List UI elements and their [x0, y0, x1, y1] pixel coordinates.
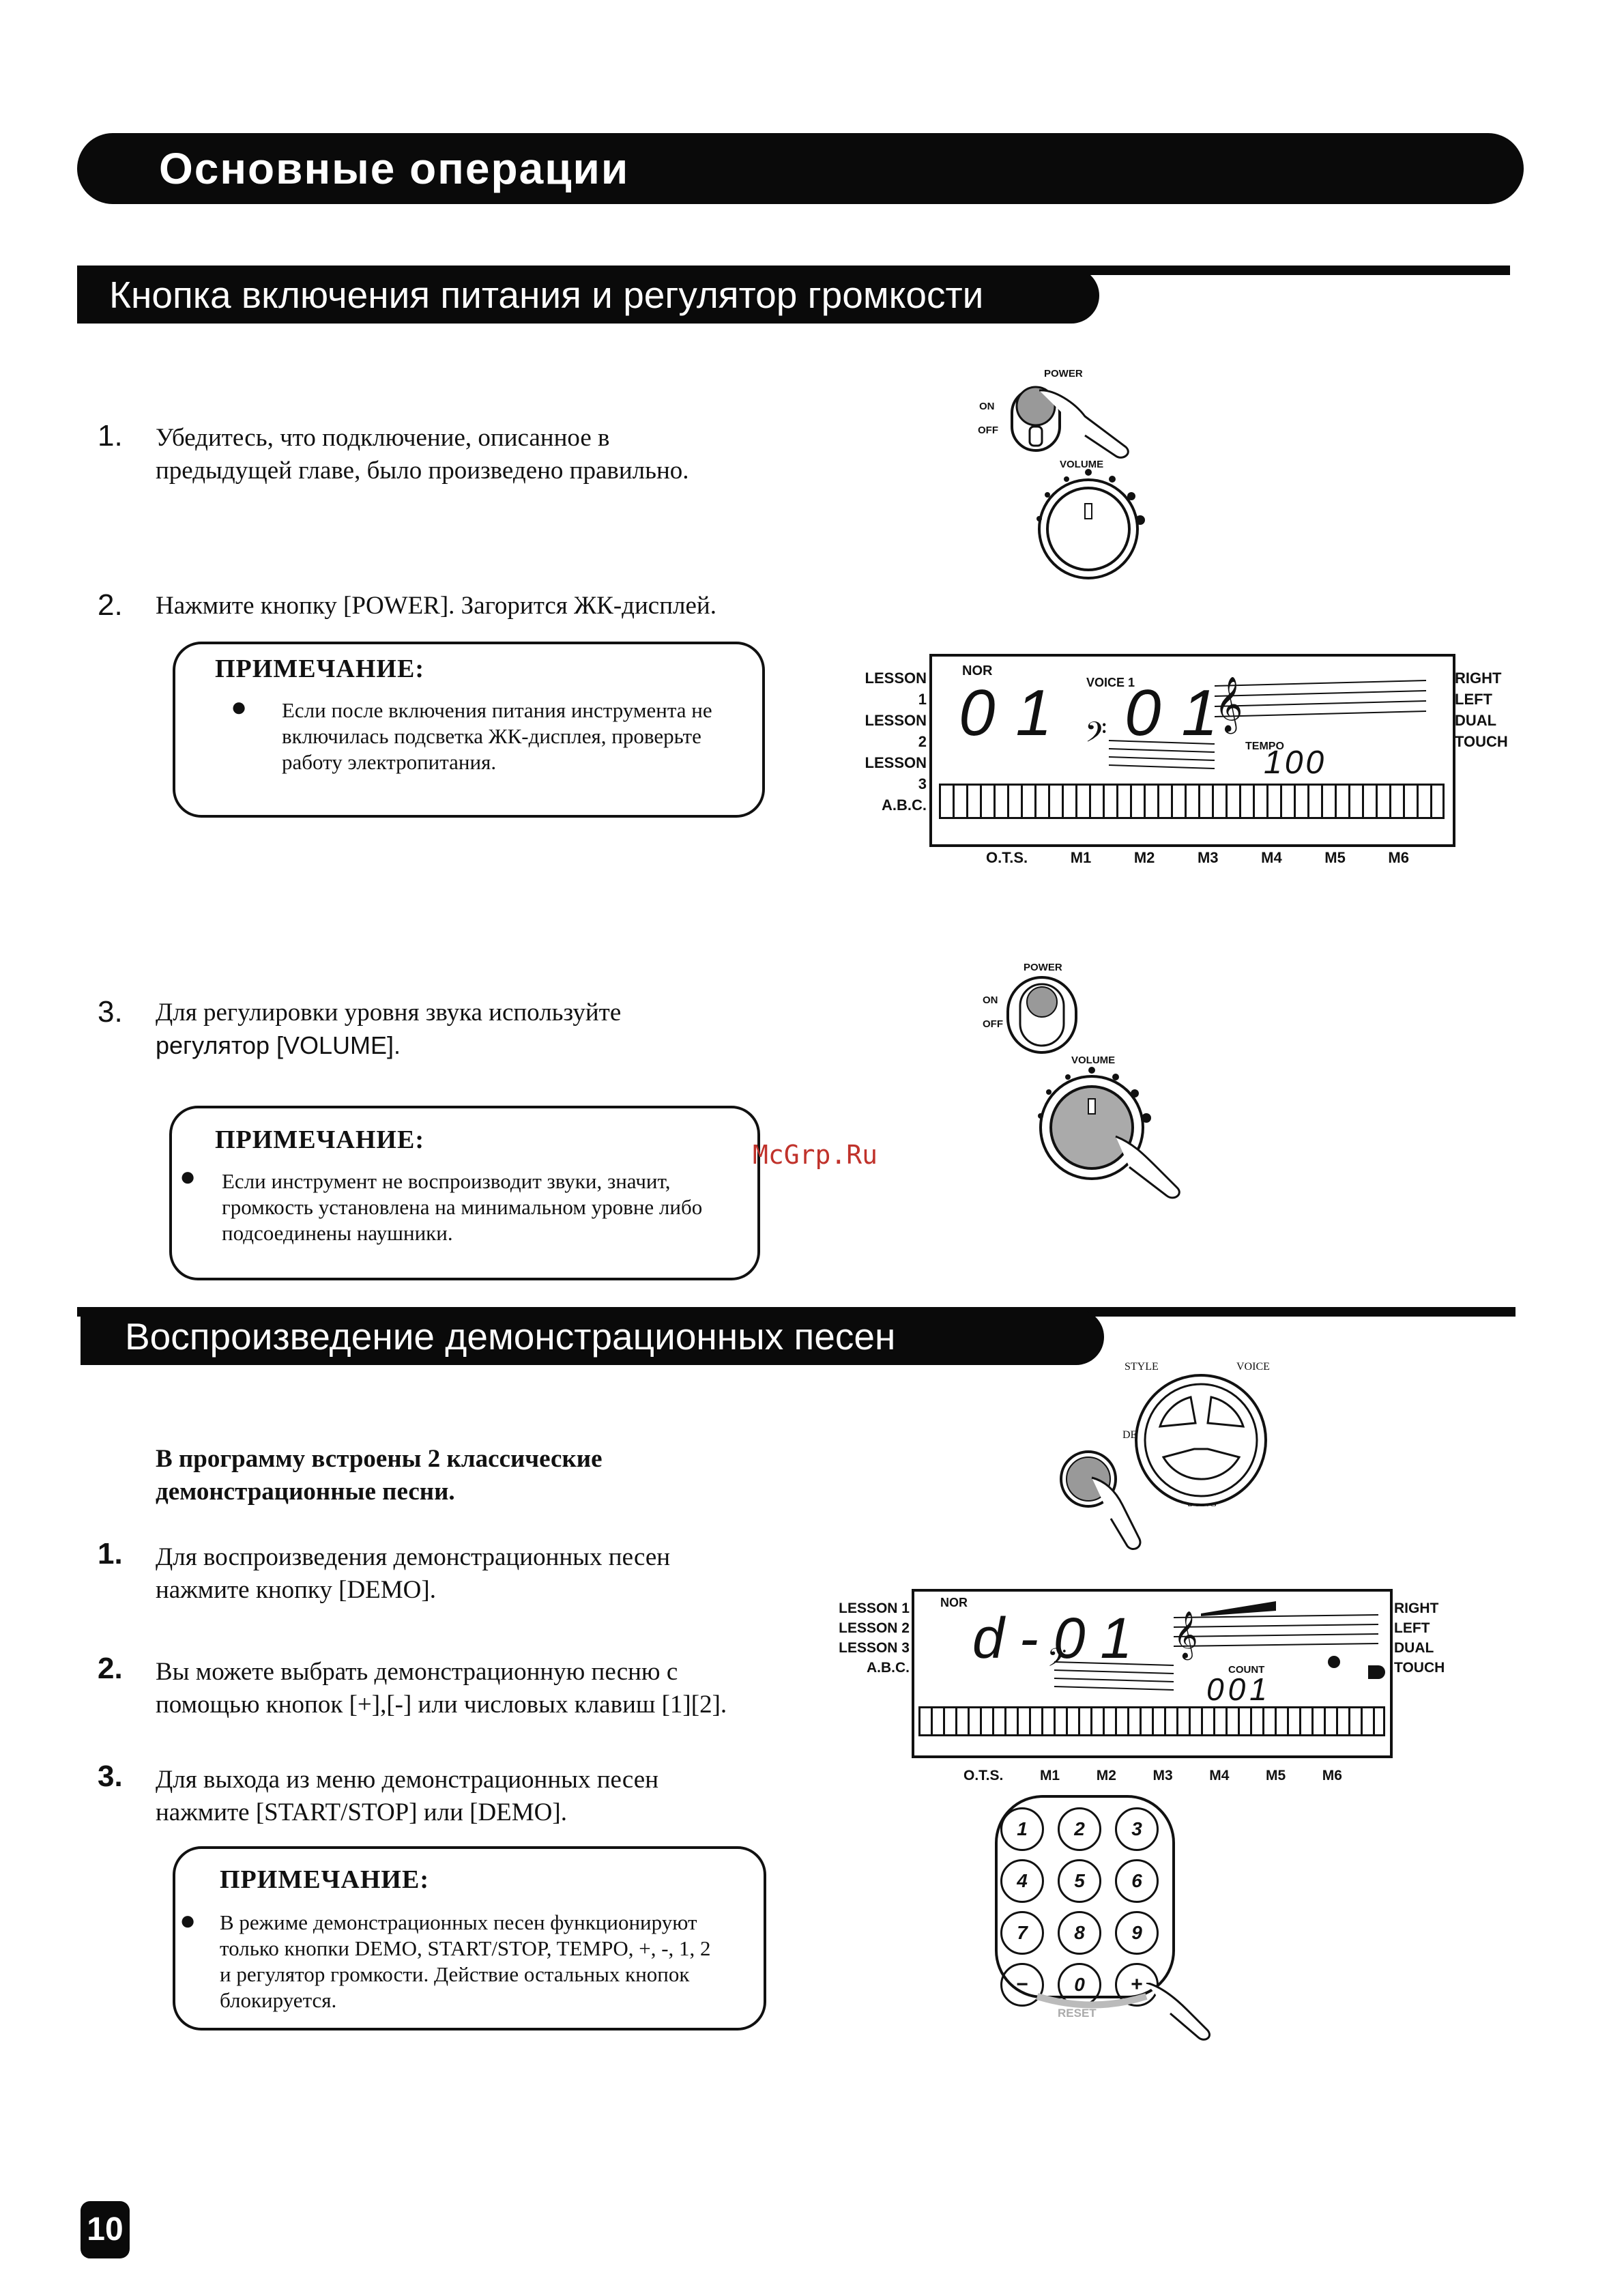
bullet: ● [179, 1905, 197, 1936]
key-minus[interactable]: − [1000, 1963, 1044, 2007]
step-number: 3. [98, 1760, 123, 1793]
step-text: Для выхода из меню демонстрационных песе… [156, 1766, 659, 1826]
key-9[interactable]: 9 [1115, 1911, 1159, 1955]
bullet: ● [231, 691, 248, 722]
lcd-count-value: 001 [1206, 1671, 1271, 1707]
key-3[interactable]: 3 [1115, 1807, 1159, 1851]
off-label: OFF [978, 425, 998, 436]
step-number: 1. [98, 1537, 123, 1570]
note-box [169, 1106, 760, 1280]
note-text: Если инструмент не воспроизводит звуки, … [222, 1169, 703, 1245]
bullet: ● [179, 1161, 197, 1192]
lcd-voice: VOICE 1 [1086, 676, 1135, 689]
step-number: 2. [98, 588, 123, 622]
lcd-count-label: COUNT [1228, 1664, 1265, 1676]
keypad-grid: 1 2 3 4 5 6 7 8 9 − 0 + [1000, 1807, 1168, 2007]
lcd-keyboard-2 [918, 1706, 1385, 1736]
power-label: POWER [1024, 962, 1062, 973]
style-label: STYLE [1125, 1361, 1159, 1373]
lcd-nor: NOR [962, 663, 993, 678]
lcd-tempo-label: TEMPO [1245, 741, 1284, 752]
section-bar [81, 1309, 1104, 1365]
lcd-staff-2: 𝄞 𝄢 [1047, 1601, 1385, 1691]
step-text: Убедитесь, что подключение, описанное в … [156, 424, 689, 485]
step-text: Нажмите кнопку [POWER]. Загорится ЖК-дис… [156, 592, 716, 620]
lcd-main-right: 01 [1125, 676, 1238, 749]
page-title: Основные операции [159, 144, 630, 193]
on-label: ON [979, 401, 995, 412]
svg-text:𝄢: 𝄢 [1085, 716, 1107, 756]
section-title-power: Кнопка включения питания и регулятор гро… [109, 274, 984, 316]
note-text: В режиме демонстрационных песен функцион… [220, 1910, 711, 2012]
note-title: ПРИМЕЧАНИЕ: [215, 1125, 424, 1154]
lcd-nor: NOR [940, 1596, 968, 1609]
note-box [173, 642, 765, 818]
lcd-main-left: 01 [959, 676, 1073, 749]
step-number: 1. [98, 419, 123, 453]
key-6[interactable]: 6 [1115, 1859, 1159, 1903]
lcd-staff-1: 𝄞 𝄢 [1085, 676, 1427, 769]
volume-label: VOLUME [1071, 1054, 1115, 1066]
key-8[interactable]: 8 [1058, 1911, 1101, 1955]
svg-text:𝄞: 𝄞 [1215, 676, 1243, 734]
section-title-demo: Воспроизведение демонстрационных песен [125, 1315, 896, 1358]
volume-label: VOLUME [1060, 459, 1103, 470]
watermark: McGrp.Ru [753, 1140, 878, 1170]
key-5[interactable]: 5 [1058, 1859, 1101, 1903]
svg-text:𝄞: 𝄞 [1174, 1611, 1198, 1660]
svg-text:𝄢: 𝄢 [1047, 1644, 1067, 1678]
voice-label: VOICE [1236, 1361, 1270, 1373]
intro-text: В программу встроены 2 классические демо… [156, 1445, 603, 1506]
power-volume-figure-1: POWER ON OFF VOLUME [978, 368, 1145, 579]
note-title: ПРИМЕЧАНИЕ: [215, 655, 424, 683]
section-bar [77, 268, 1099, 324]
reset-arc [1036, 1983, 1210, 2041]
step-number: 2. [98, 1652, 123, 1685]
power-label: POWER [1044, 368, 1083, 379]
key-plus[interactable]: + [1115, 1963, 1159, 2007]
step-text: Для воспроизведения демонстрационных пес… [156, 1543, 671, 1604]
demo-buttons-figure: DEMO STYLE VOICE SONG [1060, 1361, 1270, 1550]
header-bar [77, 133, 1524, 204]
step-text: Для регулировки уровня звука используйте… [156, 999, 622, 1059]
note-title: ПРИМЕЧАНИЕ: [220, 1865, 429, 1894]
key-4[interactable]: 4 [1000, 1859, 1044, 1903]
reset-label: RESET [1058, 2007, 1097, 2020]
step-number: 3. [98, 995, 123, 1029]
lcd-tempo-value: 100 [1264, 745, 1327, 781]
key-1[interactable]: 1 [1000, 1807, 1044, 1851]
lcd-main: d-01 [972, 1606, 1148, 1670]
key-7[interactable]: 7 [1000, 1911, 1044, 1955]
note-box [173, 1846, 766, 2030]
lcd-keyboard-1 [939, 784, 1445, 819]
key-2[interactable]: 2 [1058, 1807, 1101, 1851]
off-label: OFF [983, 1018, 1003, 1030]
step-text: Вы можете выбрать демонстрационную песню… [156, 1658, 727, 1719]
on-label: ON [983, 994, 998, 1006]
power-volume-figure-2: POWER ON OFF VOLUME [983, 962, 1180, 1199]
note-text: Если после включения питания инструмента… [282, 698, 712, 774]
page-number: 10 [81, 2201, 130, 2258]
